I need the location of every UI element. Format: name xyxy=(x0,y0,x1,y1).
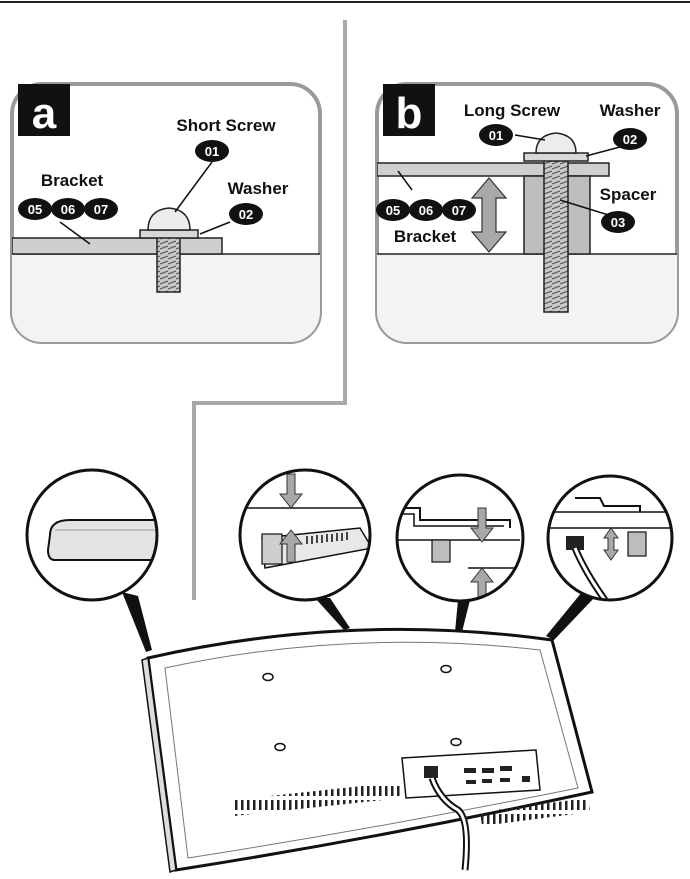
long-screw-head xyxy=(535,132,577,154)
height-arrow xyxy=(470,177,508,253)
panel-b-bracket-number-3: 07 xyxy=(452,203,466,218)
port-panel xyxy=(401,749,541,799)
monitor-back xyxy=(141,627,594,873)
short-screw-head xyxy=(147,207,191,231)
short-screw-badge: 01 xyxy=(195,140,229,162)
panel-b-surface xyxy=(377,254,677,342)
spacer-number: 03 xyxy=(611,215,625,230)
monitor-outline xyxy=(146,627,594,872)
panel-b-letter-tab xyxy=(383,84,435,136)
vent-grille-right xyxy=(480,798,590,826)
vent-grille-left xyxy=(232,782,402,816)
panel-b-letter: b xyxy=(396,89,423,138)
short-screw-shaft xyxy=(156,235,181,293)
long-screw-badge: 01 xyxy=(479,124,513,146)
panel-b-washer-label: Washer xyxy=(600,101,661,120)
panel-b-washer-number: 02 xyxy=(623,132,637,147)
panel-b-washer xyxy=(523,152,589,162)
panel-a-letter: a xyxy=(32,89,57,138)
panel-b-bracket-badges: 05 06 07 xyxy=(376,199,476,221)
long-screw-shaft xyxy=(543,151,569,313)
short-screw-number: 01 xyxy=(205,144,219,159)
panel-a-letter-tab xyxy=(18,84,70,136)
spacer-label: Spacer xyxy=(600,185,657,204)
spacer-badge: 03 xyxy=(601,211,635,233)
connector-line xyxy=(192,20,347,600)
panel-a-bracket-plate xyxy=(12,237,223,255)
mount-hole-1 xyxy=(262,672,274,682)
panel-a: a Short Screw 01 Bracket 05 06 07 Washer… xyxy=(10,82,322,344)
panel-a-washer-badge: 02 xyxy=(229,203,263,225)
panel-a-bracket-label: Bracket xyxy=(41,171,104,190)
panel-a-washer-number: 02 xyxy=(239,207,253,222)
panel-b: b Long Screw 01 Washer 02 Spacer 03 05 0… xyxy=(375,82,679,344)
mount-hole-2 xyxy=(440,664,452,674)
mount-hole-3 xyxy=(274,742,286,752)
detail-circle-vent-gap xyxy=(238,468,372,602)
panel-a-bracket-badges: 05 06 07 xyxy=(18,198,118,220)
long-screw-label: Long Screw xyxy=(464,101,561,120)
short-screw-label: Short Screw xyxy=(176,116,276,135)
panel-a-bracket-number-3: 07 xyxy=(94,202,108,217)
panel-b-bracket-number-1: 05 xyxy=(386,203,400,218)
panel-b-washer-badge: 02 xyxy=(613,128,647,150)
detail-circle-cable-routing xyxy=(546,474,674,602)
callout-pointers xyxy=(122,592,594,652)
mount-hole-4 xyxy=(450,737,462,747)
panel-b-bracket-plate xyxy=(377,162,610,177)
panel-a-washer-label: Washer xyxy=(228,179,289,198)
panel-b-bracket-label: Bracket xyxy=(394,227,457,246)
long-screw-number: 01 xyxy=(489,128,503,143)
power-port xyxy=(424,766,438,778)
panel-a-bracket-number-2: 06 xyxy=(61,202,75,217)
detail-circle-edge xyxy=(25,468,159,602)
detail-circle-bracket-clearance xyxy=(395,473,525,603)
panel-a-bracket-number-1: 05 xyxy=(28,202,42,217)
panel-a-washer xyxy=(139,229,199,239)
panel-b-bracket-number-2: 06 xyxy=(419,203,433,218)
